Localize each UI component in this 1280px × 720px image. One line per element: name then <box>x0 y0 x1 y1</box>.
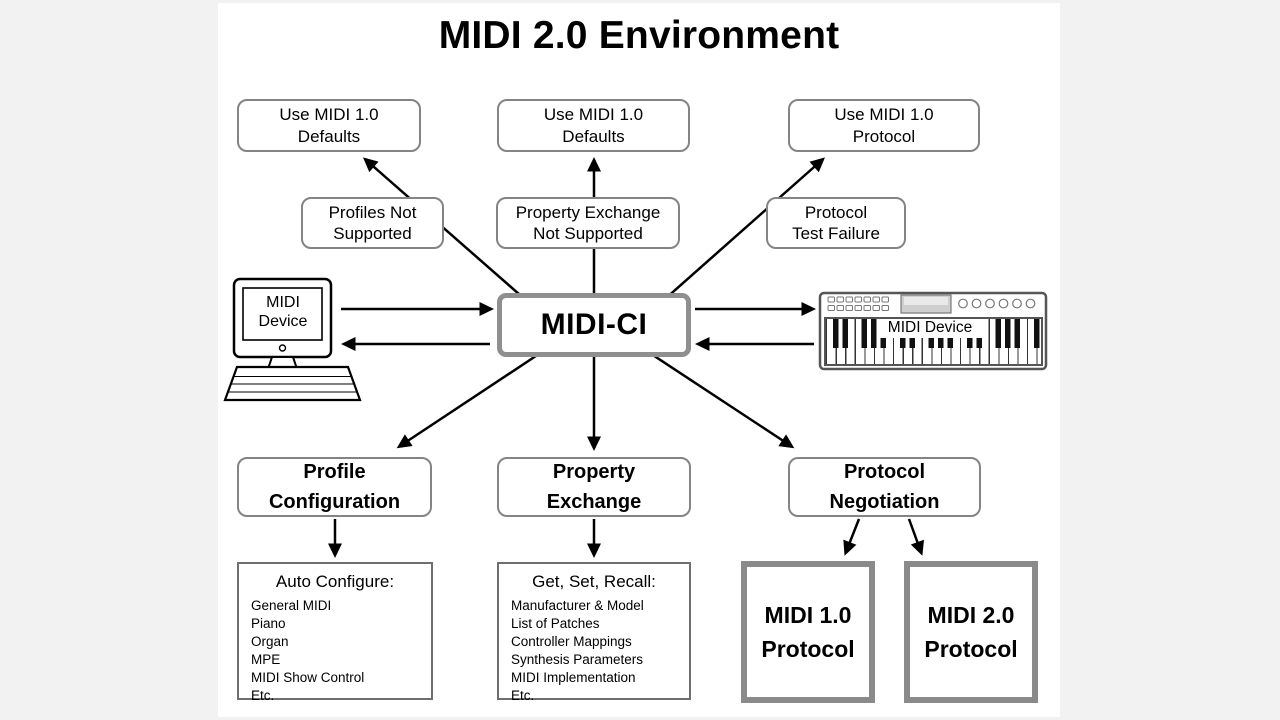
diagram-title: MIDI 2.0 Environment <box>438 14 840 57</box>
right-midi-device-label: MIDI Device <box>877 319 983 338</box>
profile-details-header: Auto Configure: <box>275 572 395 591</box>
left-midi-device-label: MIDI Device <box>258 294 308 331</box>
keyboard-display-glare <box>904 297 948 305</box>
midi-ci-box: MIDI-CI <box>497 293 691 357</box>
condition-box-protocol-test-failure: Protocol Test Failure <box>766 197 906 249</box>
midi-ci-label: MIDI-CI <box>540 308 648 341</box>
arrow-negotiation-to-midi2 <box>907 518 924 556</box>
midi-20-protocol-label: MIDI 2.0 Protocol <box>924 601 1018 663</box>
outcome-box-use-midi10-defaults-1: Use MIDI 1.0 Defaults <box>237 99 421 152</box>
condition-box-property-exchange-not-supported: Property Exchange Not Supported <box>496 197 680 249</box>
profile-details-item: MIDI Show Control <box>251 670 365 686</box>
profile-details-item: Piano <box>251 616 286 632</box>
profile-details-item: MPE <box>251 652 281 668</box>
property-details-item: Synthesis Parameters <box>511 652 644 668</box>
midi-10-protocol-label: MIDI 1.0 Protocol <box>761 601 855 663</box>
outcome-box-use-midi10-defaults-2: Use MIDI 1.0 Defaults <box>497 99 690 152</box>
property-details-item: Manufacturer & Model <box>511 598 644 613</box>
profile-details-item: Etc. <box>251 688 275 704</box>
property-details-item: List of Patches <box>511 616 600 632</box>
condition-label-1: Profiles Not Supported <box>328 202 417 243</box>
property-details-header: Get, Set, Recall: <box>532 572 656 591</box>
arrow-midici-to-protocol-negotiation <box>629 338 795 449</box>
function-box-profile-configuration: Profile Configuration <box>237 457 432 517</box>
outcome-box-use-midi10-protocol: Use MIDI 1.0 Protocol <box>788 99 980 152</box>
profile-details-item: General MIDI <box>251 598 332 613</box>
arrow-midici-to-profile-config <box>396 338 561 449</box>
property-exchange-details-box: Get, Set, Recall: Manufacturer & Model L… <box>497 562 691 703</box>
property-details-item: Etc. <box>511 688 535 704</box>
property-details-item: MIDI Implementation <box>511 670 636 686</box>
function-label-3: Protocol Negotiation <box>829 461 940 513</box>
keyboard-buttons <box>827 296 889 311</box>
profile-configuration-details-box: Auto Configure: General MIDI Piano Organ… <box>237 562 433 703</box>
function-box-protocol-negotiation: Protocol Negotiation <box>788 457 981 517</box>
function-label-2: Property Exchange <box>546 461 642 513</box>
outcome-label-1: Use MIDI 1.0 Defaults <box>279 105 379 146</box>
function-box-property-exchange: Property Exchange <box>497 457 691 517</box>
outcome-label-3: Use MIDI 1.0 Protocol <box>834 105 934 146</box>
function-label-1: Profile Configuration <box>268 461 401 513</box>
profile-details-item: Organ <box>251 634 289 650</box>
arrow-negotiation-to-midi1 <box>843 518 861 556</box>
midi-20-protocol-box: MIDI 2.0 Protocol <box>904 561 1038 703</box>
condition-label-3: Protocol Test Failure <box>792 202 880 243</box>
midi-10-protocol-box: MIDI 1.0 Protocol <box>741 561 875 703</box>
keyboard-knobs <box>958 298 1036 309</box>
condition-label-2: Property Exchange Not Supported <box>515 202 661 243</box>
outcome-label-2: Use MIDI 1.0 Defaults <box>543 105 644 146</box>
condition-box-profiles-not-supported: Profiles Not Supported <box>301 197 444 249</box>
desktop-computer-icon <box>223 277 362 402</box>
property-details-item: Controller Mappings <box>511 634 632 650</box>
